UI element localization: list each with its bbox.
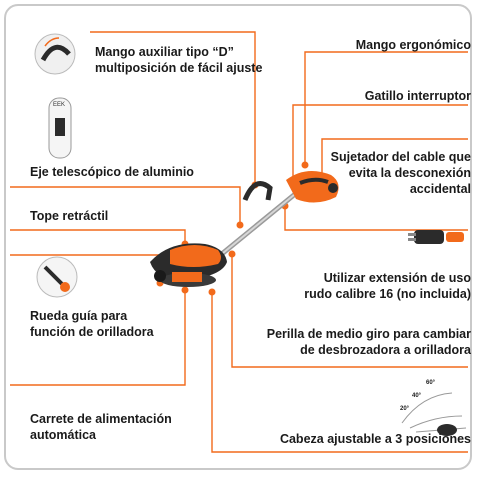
label-guide-wheel: Rueda guía para función de orilladora <box>30 309 154 339</box>
leader-trigger <box>292 104 468 182</box>
shaft-inset-icon: EEK <box>48 97 72 159</box>
leader-d-handle <box>90 31 256 185</box>
svg-text:EEK: EEK <box>53 102 65 108</box>
label-adjustable-head: Cabeza ajustable a 3 posiciones <box>279 432 471 446</box>
leader-knob <box>231 254 468 368</box>
wheel-inset-icon <box>36 256 78 298</box>
label-trigger: Gatillo interruptor <box>364 89 471 103</box>
label-ergonomic-handle: Mango ergonómico <box>355 38 471 52</box>
label-half-turn-knob: Perilla de medio giro para cambiar de de… <box>266 327 471 357</box>
d-handle-inset-icon <box>34 33 76 75</box>
leader-cord-holder <box>321 138 468 185</box>
label-telescopic-shaft: Eje telescópico de aluminio <box>30 165 194 179</box>
leader-wheel <box>10 254 161 283</box>
label-extension-cord: Utilizar extensión de uso rudo calibre 1… <box>304 271 471 301</box>
label-retractable-stop: Tope retráctil <box>30 209 109 223</box>
angle-inset-icon <box>401 392 467 436</box>
leader-shaft <box>10 186 241 225</box>
angle-mark-60: 60° <box>426 380 436 386</box>
angle-mark-20: 20° <box>400 406 410 412</box>
leader-spool <box>10 290 186 386</box>
leader-ergonomic <box>304 51 468 165</box>
label-cord-holder: Sujetador del cable que evita la descone… <box>330 150 471 196</box>
angle-mark-40: 40° <box>412 393 422 399</box>
plug-inset-icon <box>408 230 464 244</box>
label-auto-spool: Carrete de alimentación automática <box>30 412 172 442</box>
leader-stop <box>10 229 186 244</box>
string-trimmer-illustration <box>150 171 339 287</box>
leader-extension <box>284 206 468 231</box>
leader-head <box>211 292 468 453</box>
label-d-handle: Mango auxiliar tipo “D” multiposición de… <box>95 45 263 75</box>
diagram-frame <box>4 4 472 470</box>
